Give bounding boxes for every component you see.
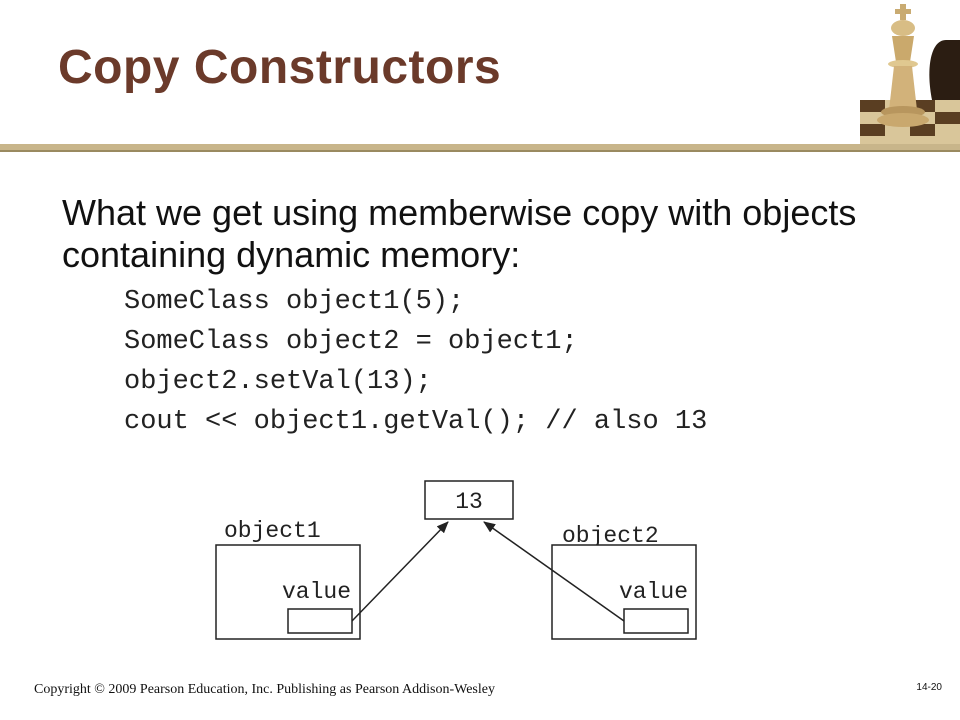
- object1-label: object1: [224, 518, 321, 544]
- object2-pointer-arrow: [483, 521, 625, 622]
- object1-pointer-arrow: [351, 521, 449, 622]
- title-divider-shadow: [0, 150, 960, 152]
- chess-king-icon: [860, 4, 960, 146]
- object2-pointer-cell: [623, 608, 689, 634]
- code-line: SomeClass object1(5);: [124, 287, 465, 317]
- code-line: cout << object1.getVal(); // also 13: [124, 407, 708, 437]
- shared-value-text: 13: [455, 489, 483, 515]
- code-block: SomeClass object1(5); SomeClass object2 …: [124, 282, 707, 442]
- slide-title: Copy Constructors: [58, 41, 502, 94]
- intro-text: What we get using memberwise copy with o…: [62, 192, 857, 275]
- object2-member-label: value: [619, 579, 688, 605]
- copyright-footer: Copyright © 2009 Pearson Education, Inc.…: [34, 682, 495, 697]
- shared-value-box: [424, 480, 514, 520]
- object1-pointer-cell: [287, 608, 353, 634]
- title-divider: [0, 144, 960, 152]
- page-number: 14-20: [916, 682, 942, 693]
- code-line: SomeClass object2 = object1;: [124, 327, 578, 357]
- code-line: object2.setVal(13);: [124, 367, 432, 397]
- object1-member-label: value: [282, 579, 351, 605]
